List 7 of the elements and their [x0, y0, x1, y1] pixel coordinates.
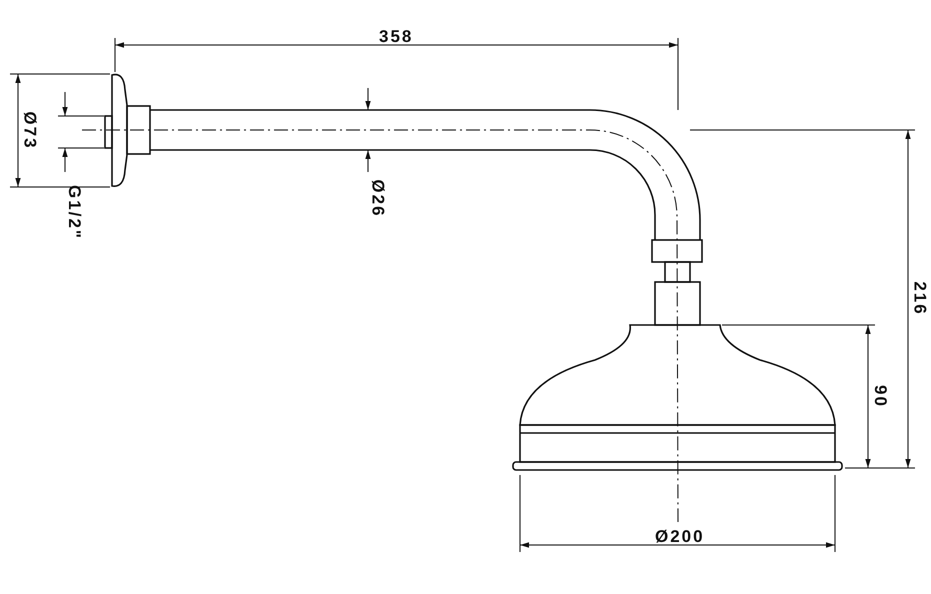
- dimension-label: Ø73: [22, 110, 39, 150]
- dimension-label: 358: [379, 28, 414, 44]
- dimension-label: Ø26: [370, 178, 387, 218]
- dimension-label: 216: [912, 280, 929, 316]
- dimension-label: 90: [871, 384, 888, 408]
- dimension-label: G1/2": [65, 184, 82, 240]
- dimension-label: Ø200: [655, 528, 705, 544]
